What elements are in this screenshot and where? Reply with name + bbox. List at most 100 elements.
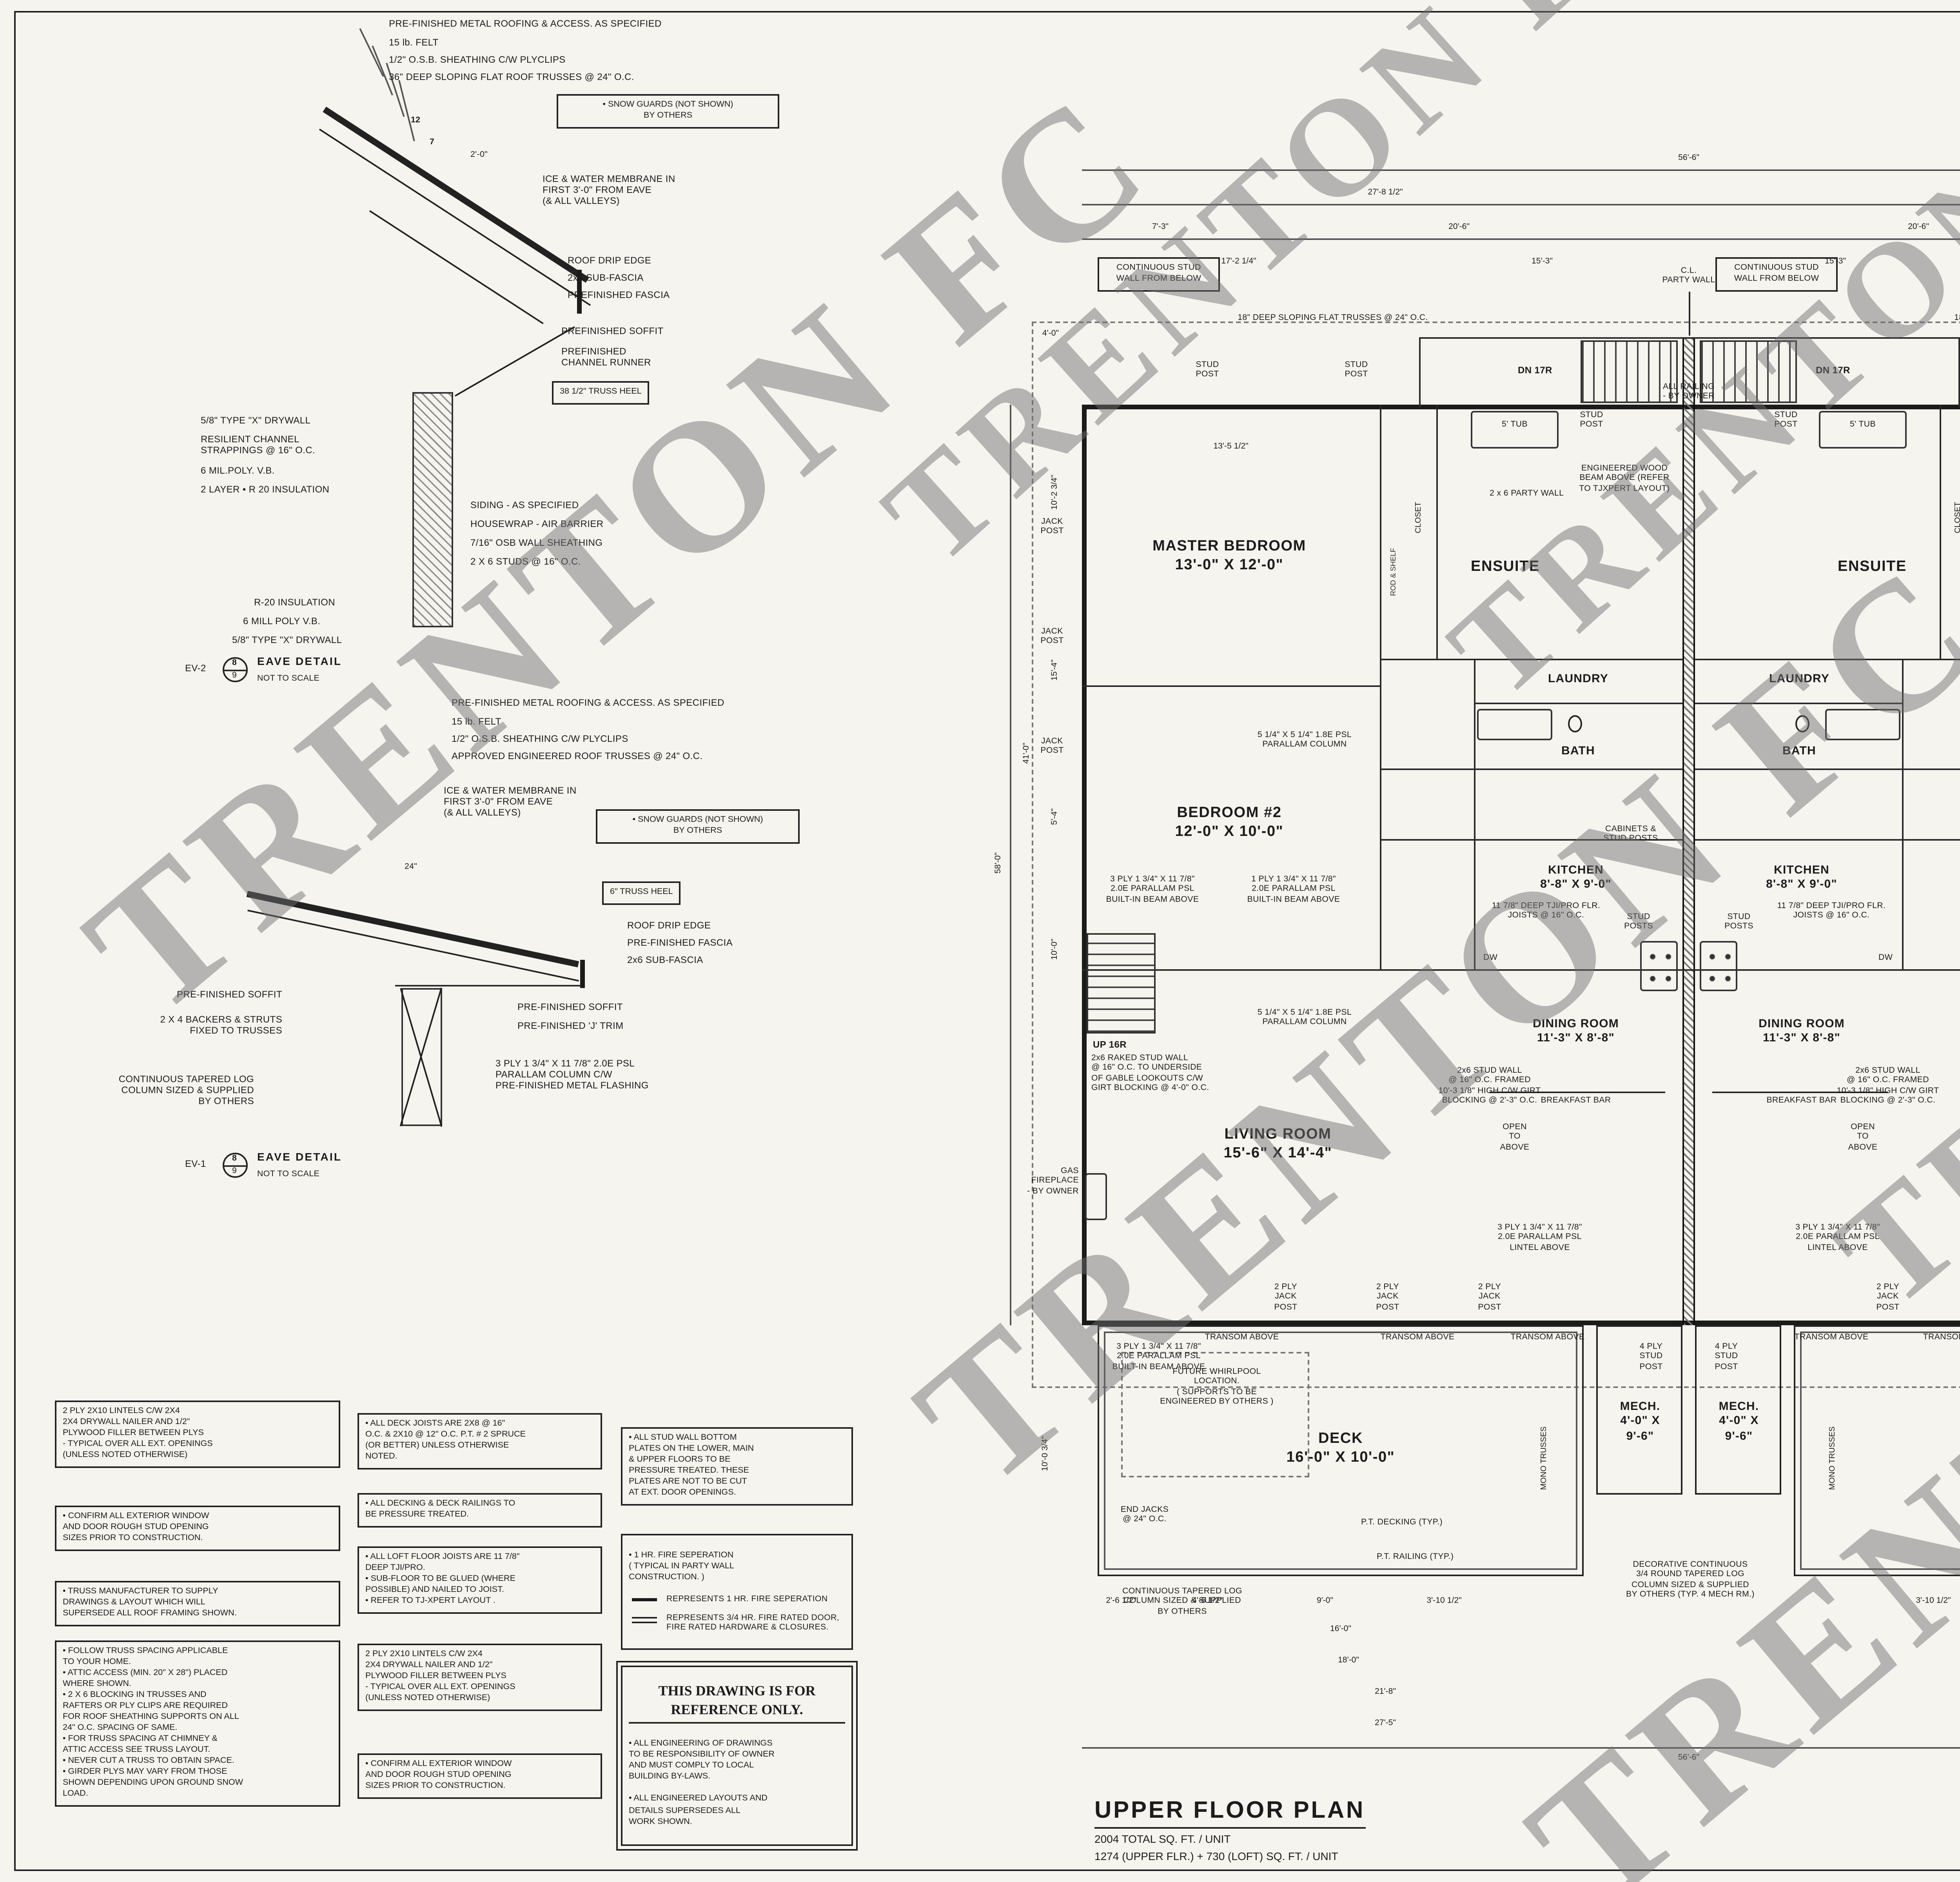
whirlpool-note: FUTURE WHIRLPOOL LOCATION. ( SUPPORTS TO… [1160, 1368, 1274, 1407]
lintel-note: 3 PLY 1 3/4" X 11 7/8" 2.0E PARALLAM PSL… [1497, 1223, 1582, 1253]
dim: 3'-10 1/2" [1916, 1597, 1951, 1606]
dim: 5'-4" [1051, 808, 1060, 826]
mech-room-outline [1695, 1325, 1781, 1495]
annotation: PRE-FINISHED 'J' TRIM [517, 1023, 624, 1032]
toilet-icon [1795, 715, 1809, 732]
room-label-mech-right: MECH. 4'-0" X 9'-6" [1719, 1399, 1759, 1442]
dim-line [1082, 204, 1960, 205]
open-to-above-label: OPEN TO ABOVE [1500, 1123, 1530, 1152]
breakfast-bar-label: BREAKFAST BAR [1766, 1096, 1837, 1106]
stud-post-label: STUD POST [1580, 411, 1603, 431]
annotation: ICE & WATER MEMBRANE IN FIRST 3'-0" FROM… [444, 787, 577, 819]
stair-treads-down [1700, 340, 1797, 403]
floor-joist-note: 11 7/8" DEEP TJI/PRO FLR. JOISTS @ 16" O… [1777, 902, 1886, 921]
dim-line [1082, 238, 1960, 240]
dim: 27'-5" [1375, 1719, 1396, 1728]
annotation: PRE-FINISHED FASCIA [627, 939, 733, 949]
tub [1819, 411, 1907, 449]
annotation: 2 X 4 BACKERS & STRUTS FIXED TO TRUSSES [160, 1016, 282, 1037]
annotation: RESILIENT CHANNEL STRAPPINGS @ 16" O.C. [201, 436, 316, 457]
annotation: PREFINISHED FASCIA [568, 292, 670, 301]
room-label-ensuite-left: ENSUITE [1471, 558, 1540, 576]
fire-note-title: • 1 HR. FIRE SEPERATION ( TYPICAL IN PAR… [629, 1551, 734, 1583]
dim: 17'-2 1/4" [1221, 257, 1256, 267]
rod-shelf-label: ROD & SHELF [1389, 548, 1397, 597]
room-label-living-right: LIVING ROOM 15'-6" X 14'-4" [1904, 1126, 1960, 1165]
jack-post-2ply-label: 2 PLY JACK POST [1274, 1283, 1298, 1312]
annotation: CONTINUOUS TAPERED LOG COLUMN SIZED & SU… [118, 1076, 254, 1108]
deck-railing [1800, 1332, 1960, 1570]
stud-post-label: STUD POST [1196, 361, 1219, 380]
stud-post-label: STUD POST [1345, 361, 1368, 380]
detail-tag: EV-2 [185, 665, 206, 674]
plan-area-line1: 2004 TOTAL SQ. FT. / UNIT [1094, 1835, 1231, 1846]
annotation: HOUSEWRAP - AIR BARRIER [470, 521, 604, 530]
annotation: 2x6 SUB-FASCIA [627, 957, 703, 966]
tub [1477, 709, 1552, 740]
psl-column-note: 5 1/4" X 5 1/4" 1.8E PSL PARALLAM COLUMN [1257, 731, 1352, 750]
kitchen-counter [1902, 839, 1904, 969]
dim: 7'-3" [1152, 223, 1169, 232]
room-label-bath-left: BATH [1561, 743, 1595, 758]
dim: 21'-8" [1689, 1688, 1960, 1697]
dim: 16'-0" [1330, 1625, 1351, 1634]
plan-area-line2: 1274 (UPPER FLR.) + 730 (LOFT) SQ. FT. /… [1094, 1852, 1338, 1863]
dim: 15'-3" [1825, 257, 1846, 267]
annotation: 1/2" O.S.B. SHEATHING C/W PLYCLIPS [452, 736, 628, 745]
dim: 18'-0" [1338, 1656, 1359, 1666]
annotation: PRE-FINISHED SOFFIT [177, 991, 282, 1001]
transom-label: TRANSOM ABOVE [1510, 1333, 1585, 1342]
dim: 27'-8 1/2" [1689, 188, 1960, 198]
decorative-column-note: DECORATIVE CONTINUOUS 3/4 ROUND TAPERED … [1626, 1560, 1755, 1600]
wall [1082, 1321, 1960, 1325]
dim: 41'-0" [1022, 742, 1032, 763]
dishwasher-label: DW [1878, 954, 1893, 963]
annotation: PRE-FINISHED METAL ROOFING & ACCESS. AS … [389, 20, 662, 30]
room-label-bed2-left: BEDROOM #2 12'-0" X 10'-0" [1175, 805, 1284, 841]
party-wall-centerline [1688, 292, 1690, 336]
partition [1082, 969, 1689, 972]
dim: 4'-0" [1042, 329, 1059, 339]
room-label-deck-right: DECK 16'-0" X 10'-0" [1794, 1430, 1960, 1469]
annotation: 1/2" O.S.B. SHEATHING C/W PLYCLIPS [389, 56, 566, 66]
partition [1689, 969, 1960, 972]
partition [1695, 839, 1960, 841]
stair-treads-down [1581, 340, 1678, 403]
tub-label: 5' TUB [1501, 420, 1528, 430]
mech-room-outline [1596, 1325, 1682, 1495]
annotation: 15 lb. FELT [452, 718, 501, 728]
dim: 27'-5" [1689, 1719, 1960, 1728]
partition [1380, 405, 1382, 969]
dim: 10'-0 3/4" [1041, 1436, 1051, 1471]
annotation: ROOF DRIP EDGE [568, 257, 652, 267]
plan-title-wrap: UPPER FLOOR PLAN [1094, 1797, 1365, 1829]
beam-note: 1 PLY 1 3/4" X 11 7/8" 2.0E PARALLAM PSL… [1247, 875, 1340, 905]
dim-line [1082, 1747, 1960, 1749]
pt-railing-note: P.T. RAILING (TYP.) [1377, 1553, 1454, 1562]
pt-decking-note: P.T. DECKING (TYP.) [1361, 1518, 1443, 1528]
plan-title: UPPER FLOOR PLAN [1094, 1797, 1365, 1829]
room-label-deck-left: DECK 16'-0" X 10'-0" [1286, 1430, 1395, 1467]
mono-truss-label: MONO TRUSSES [1540, 1427, 1549, 1490]
truss-heel-note: 6" TRUSS HEEL [602, 881, 681, 905]
annotation: 7/16" OSB WALL SHEATHING [470, 540, 603, 549]
note-lintels: 2 PLY 2X10 LINTELS C/W 2X4 2X4 DRYWALL N… [55, 1401, 340, 1468]
stair-dn-label: DN 17R [1816, 367, 1850, 376]
stud-posts-label: STUD POSTS [1624, 913, 1653, 932]
dim-line [1010, 405, 1011, 1325]
dimension: 24" [405, 863, 417, 872]
dim: 10'-2 3/4" [1051, 475, 1060, 510]
closet-label: CLOSET [1954, 502, 1960, 534]
annotation: 3 PLY 1 3/4" X 11 7/8" 2.0E PSL PARALLAM… [495, 1060, 649, 1092]
dim: 4'-6 1/2" [1192, 1597, 1223, 1606]
annotation: 2 LAYER • R 20 INSULATION [201, 486, 330, 496]
dim-overall: 56'-6" [1678, 1753, 1699, 1763]
dim: 9'-0" [1316, 1597, 1334, 1606]
tub [1825, 709, 1900, 740]
fire-legend-1: REPRESENTS 1 HR. FIRE SEPERATION [666, 1595, 828, 1604]
tub [1471, 411, 1559, 449]
range-icon [1700, 941, 1737, 991]
partition [1474, 659, 1476, 839]
wall [1082, 405, 1087, 1325]
jack-post-2ply-label: 2 PLY JACK POST [1958, 1283, 1960, 1313]
